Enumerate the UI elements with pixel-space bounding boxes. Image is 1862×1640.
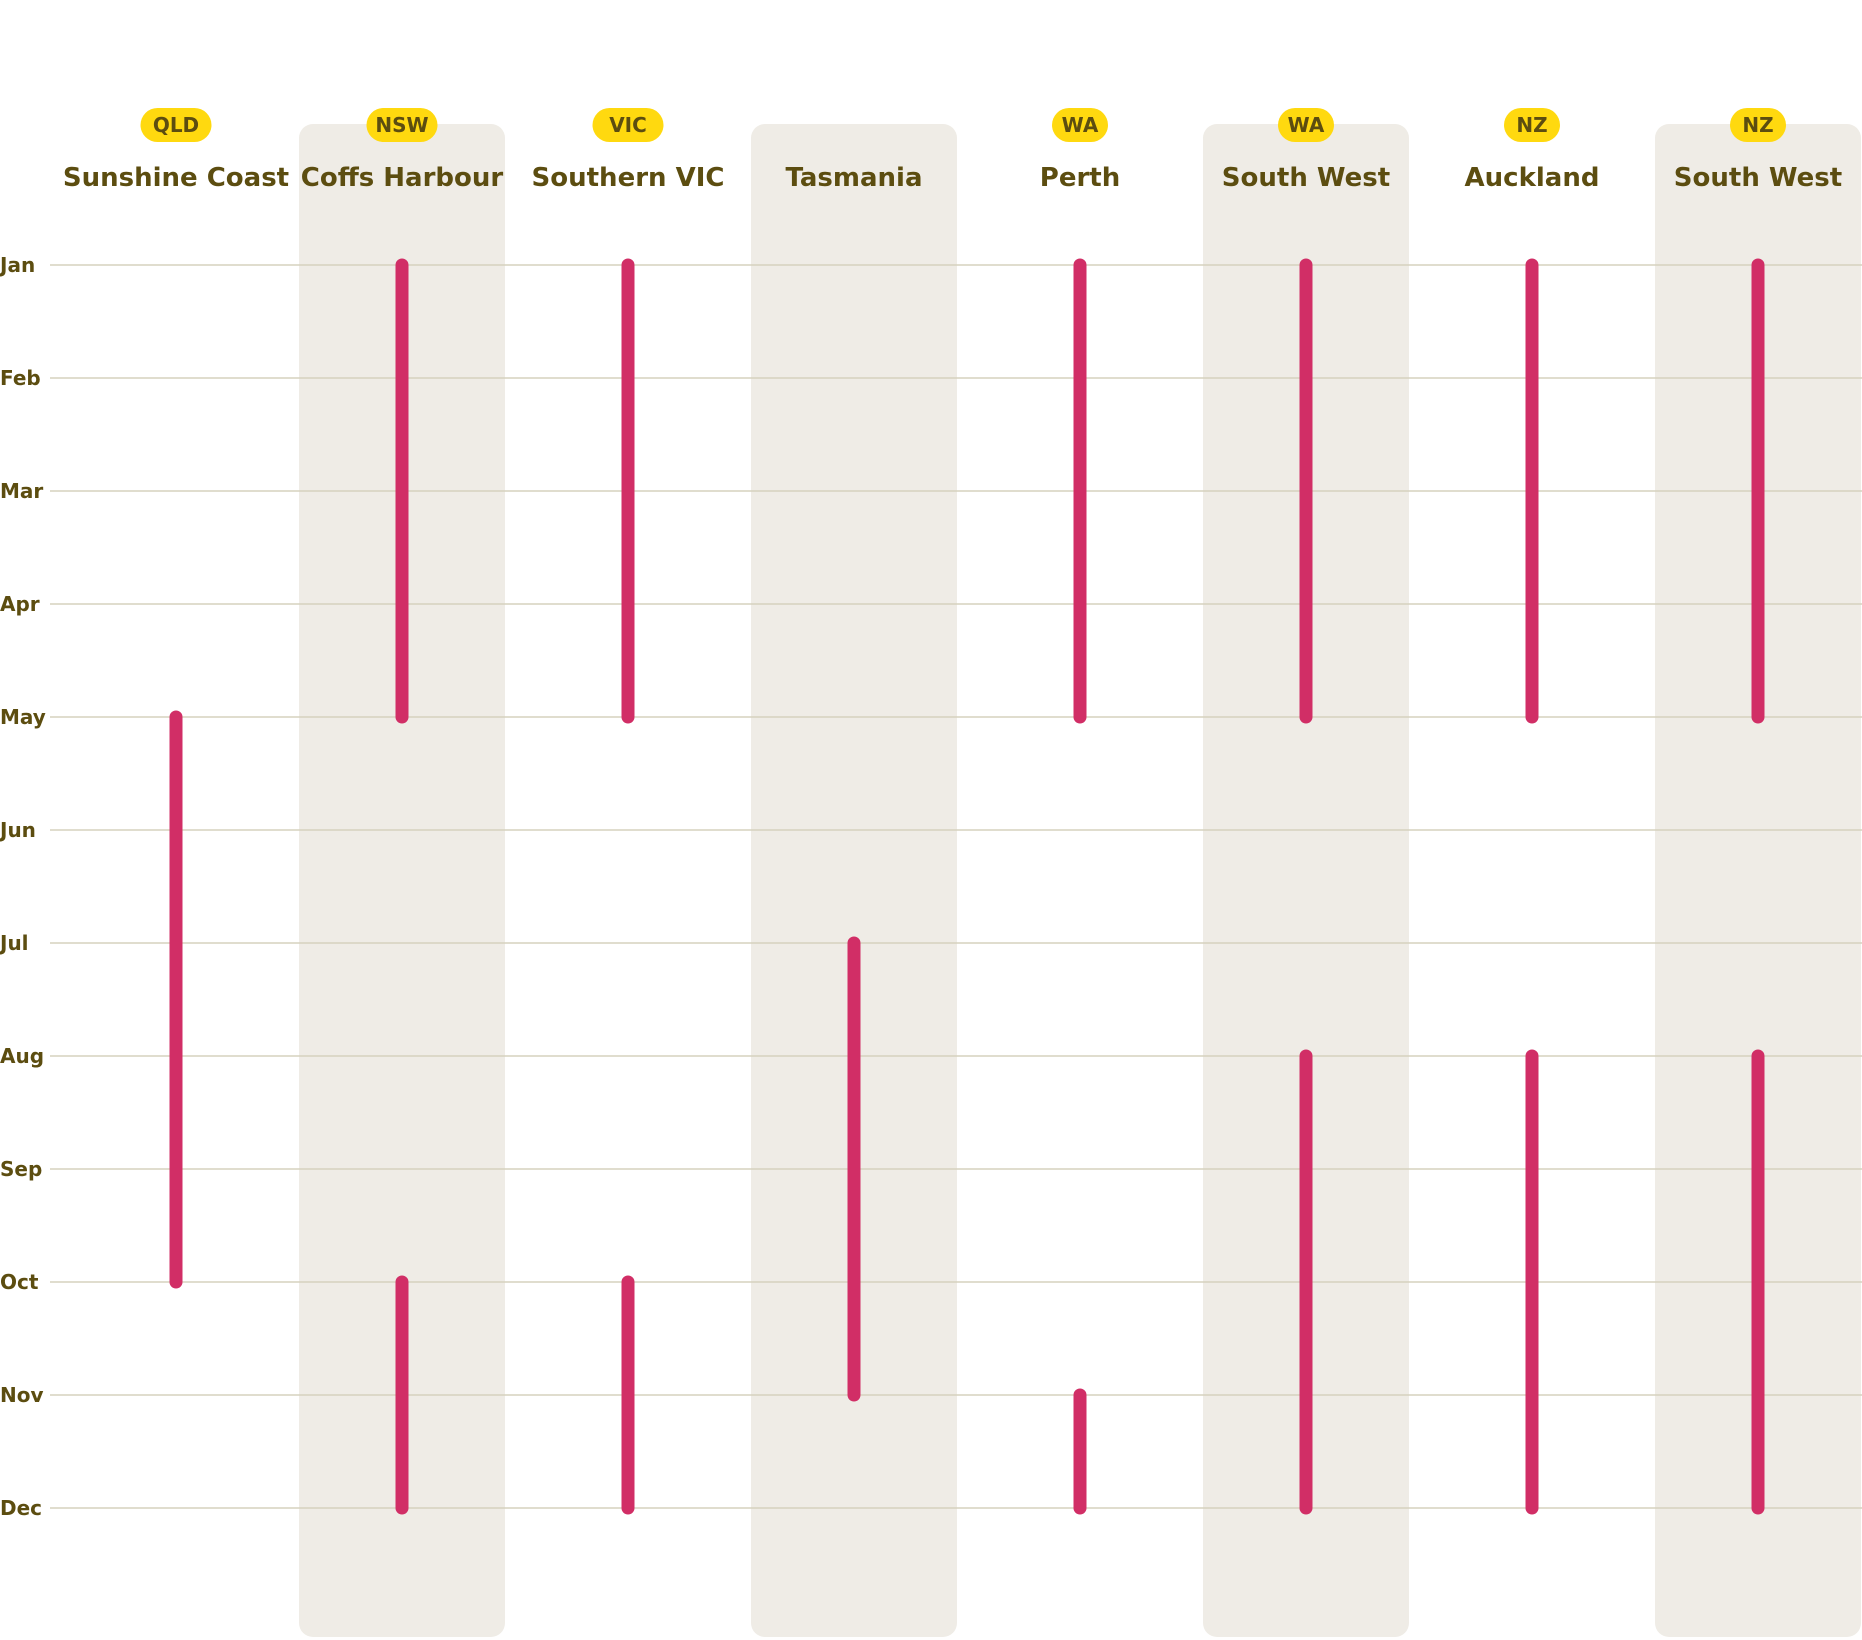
- state-badge: [592, 108, 664, 142]
- state-badge: [140, 108, 212, 142]
- state-badge-label: QLD: [153, 113, 199, 137]
- region-label: Coffs Harbour: [301, 163, 504, 193]
- region-label: Perth: [1040, 163, 1120, 193]
- state-badge-label: NZ: [1516, 113, 1547, 137]
- state-badge-label: WA: [1288, 113, 1325, 137]
- state-badge: [1504, 108, 1560, 142]
- state-badge: [1052, 108, 1108, 142]
- region-label: Auckland: [1465, 163, 1600, 193]
- month-label: Nov: [0, 1383, 44, 1407]
- month-label: Jul: [0, 931, 29, 955]
- month-label: Aug: [0, 1044, 44, 1068]
- region-label: Sunshine Coast: [63, 163, 289, 193]
- month-label: May: [0, 705, 46, 729]
- state-badge-label: NZ: [1742, 113, 1773, 137]
- month-label: Oct: [0, 1270, 39, 1294]
- state-badge-label: VIC: [609, 113, 647, 137]
- month-label: Mar: [0, 479, 43, 503]
- month-label: Sep: [0, 1157, 42, 1181]
- season-bars: [169, 258, 1765, 1515]
- month-label: Feb: [0, 366, 41, 390]
- column-headers: QLD Sunshine Coast NSW Coffs Harbour VIC Sout…: [63, 108, 1842, 193]
- region-label: South West: [1674, 163, 1842, 193]
- column-band: [299, 124, 505, 1637]
- month-label: Jun: [0, 818, 36, 842]
- region-label: Tasmania: [785, 163, 922, 193]
- month-gridlines: [50, 264, 1862, 1509]
- month-label: Dec: [0, 1496, 42, 1520]
- column-band: [1203, 124, 1409, 1637]
- region-label: Southern VIC: [532, 163, 725, 193]
- column-band: [751, 124, 957, 1637]
- state-badge-label: NSW: [375, 113, 428, 137]
- region-label: South West: [1222, 163, 1390, 193]
- column-band: [1655, 124, 1861, 1637]
- month-label: Apr: [0, 592, 40, 616]
- month-label: Jan: [0, 253, 35, 277]
- state-badge: [1730, 108, 1786, 142]
- state-badge: [366, 108, 438, 142]
- column-bands: [299, 124, 1861, 1637]
- state-badge-label: WA: [1062, 113, 1099, 137]
- state-badge: [1278, 108, 1334, 142]
